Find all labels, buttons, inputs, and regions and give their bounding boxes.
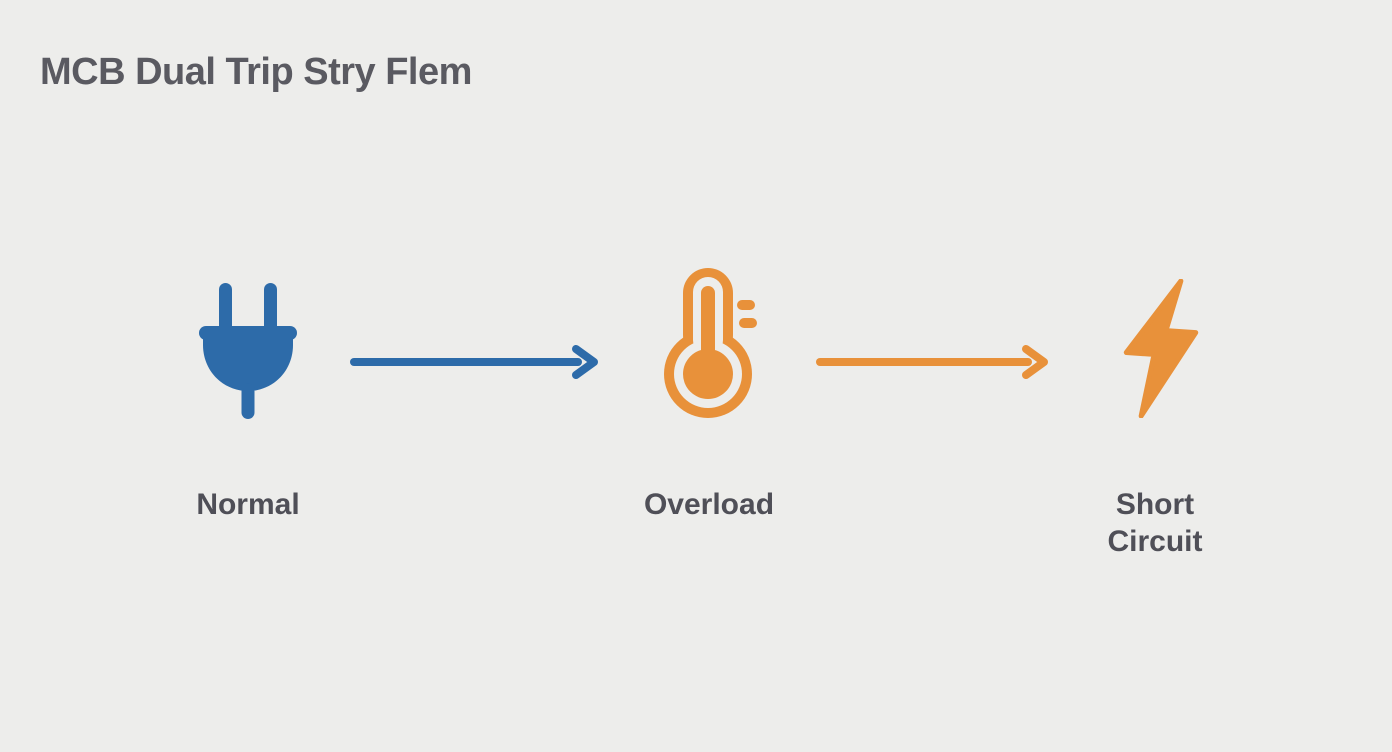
thermometer-icon	[664, 268, 757, 418]
lightning-bolt-icon	[1123, 279, 1199, 418]
stage-label-normal: Normal	[196, 488, 300, 521]
page-title: MCB Dual Trip Stry Flem	[40, 51, 472, 93]
stage-label-short-circuit: Short Circuit	[1107, 488, 1203, 558]
stage-label-overload: Overload	[643, 488, 775, 521]
arrow-overload-to-short-circuit	[816, 345, 1048, 379]
arrow-normal-to-overload	[350, 345, 598, 379]
power-plug-icon	[199, 283, 297, 419]
